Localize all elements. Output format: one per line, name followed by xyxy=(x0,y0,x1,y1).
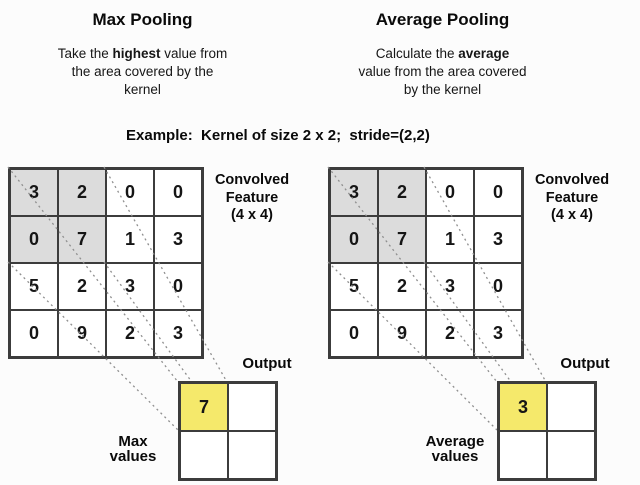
output-cell-highlighted: 7 xyxy=(180,383,228,431)
description-text: Calculate the xyxy=(375,46,459,61)
matrix-cell: 1 xyxy=(106,216,154,263)
max-pooling-title: Max Pooling xyxy=(92,10,193,29)
description-bold-word: highest xyxy=(112,46,161,61)
matrix-cell: 3 xyxy=(106,263,154,310)
output-cell xyxy=(547,431,595,479)
max-convolved-feature-matrix: 3 2 0 0 0 7 1 3 5 2 3 0 0 9 2 3 xyxy=(8,167,204,359)
matrix-cell: 5 xyxy=(330,263,378,310)
max-output-label: Output xyxy=(242,355,292,372)
matrix-cell: 3 xyxy=(10,169,58,216)
output-cell xyxy=(499,431,547,479)
matrix-cell: 2 xyxy=(58,169,106,216)
matrix-cell: 2 xyxy=(426,310,474,357)
matrix-cell: 0 xyxy=(10,216,58,263)
avg-values-label: Average values xyxy=(425,433,485,465)
max-convolved-feature-label: Convolved Feature (4 x 4) xyxy=(214,172,290,223)
avg-convolved-feature-label: Convolved Feature (4 x 4) xyxy=(534,172,610,223)
matrix-cell: 0 xyxy=(106,169,154,216)
matrix-cell: 2 xyxy=(378,263,426,310)
matrix-cell: 0 xyxy=(330,310,378,357)
matrix-cell: 0 xyxy=(330,216,378,263)
matrix-cell: 9 xyxy=(58,310,106,357)
average-pooling-title: Average Pooling xyxy=(375,10,510,29)
matrix-cell: 3 xyxy=(474,216,522,263)
matrix-cell: 3 xyxy=(154,310,202,357)
matrix-cell: 9 xyxy=(378,310,426,357)
matrix-cell: 0 xyxy=(426,169,474,216)
matrix-cell: 3 xyxy=(474,310,522,357)
matrix-cell: 0 xyxy=(154,169,202,216)
matrix-cell: 3 xyxy=(426,263,474,310)
output-cell xyxy=(180,431,228,479)
description-bold-word: average xyxy=(458,46,510,61)
matrix-cell: 2 xyxy=(378,169,426,216)
avg-output-grid: 3 xyxy=(497,381,597,481)
avg-output-label: Output xyxy=(560,355,610,372)
matrix-cell: 0 xyxy=(474,169,522,216)
matrix-cell: 3 xyxy=(154,216,202,263)
max-output-grid: 7 xyxy=(178,381,278,481)
matrix-cell: 2 xyxy=(106,310,154,357)
average-pooling-description: Calculate the average value from the are… xyxy=(334,45,552,99)
matrix-cell: 3 xyxy=(330,169,378,216)
output-cell-highlighted: 3 xyxy=(499,383,547,431)
output-cell xyxy=(547,383,595,431)
max-values-label: Max values xyxy=(109,433,157,465)
matrix-cell: 1 xyxy=(426,216,474,263)
max-pooling-header: Max Pooling Take the highest value from … xyxy=(25,6,260,99)
description-text: Take the xyxy=(57,46,113,61)
average-pooling-header: Average Pooling Calculate the average va… xyxy=(330,6,555,99)
matrix-cell: 7 xyxy=(58,216,106,263)
matrix-cell: 2 xyxy=(58,263,106,310)
example-caption: Example: Kernel of size 2 x 2; stride=(2… xyxy=(126,127,430,144)
output-cell xyxy=(228,383,276,431)
avg-convolved-feature-matrix: 3 2 0 0 0 7 1 3 5 2 3 0 0 9 2 3 xyxy=(328,167,524,359)
max-pooling-description: Take the highest value from the area cov… xyxy=(43,45,243,99)
matrix-cell: 5 xyxy=(10,263,58,310)
description-text: value from the area covered by the kerne… xyxy=(358,64,527,97)
output-cell xyxy=(228,431,276,479)
matrix-cell: 0 xyxy=(474,263,522,310)
matrix-cell: 0 xyxy=(154,263,202,310)
description-text: value from the area covered by the kerne… xyxy=(71,46,228,97)
matrix-cell: 0 xyxy=(10,310,58,357)
matrix-cell: 7 xyxy=(378,216,426,263)
